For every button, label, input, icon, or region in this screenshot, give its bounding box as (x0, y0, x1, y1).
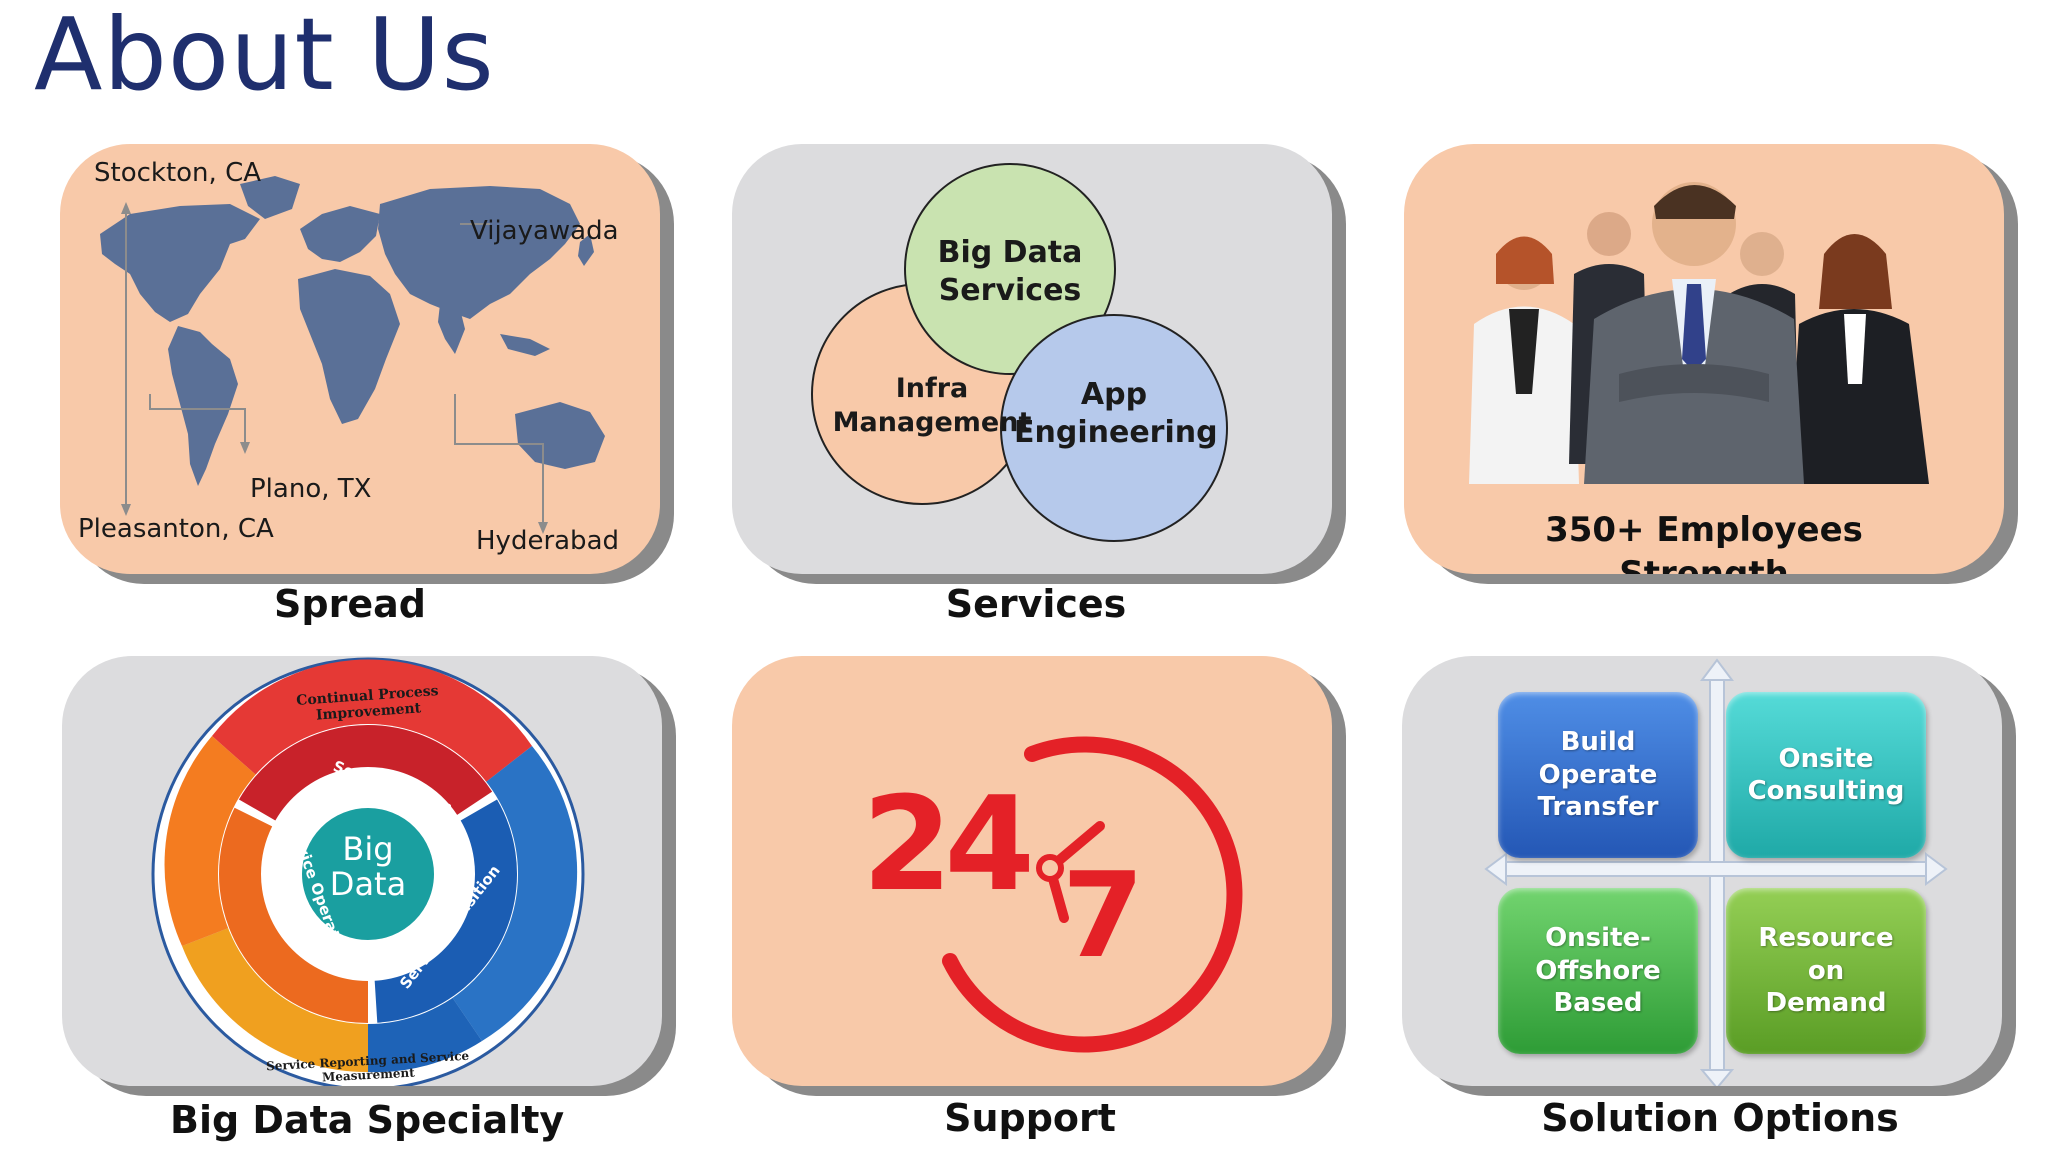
location-plano: Plano, TX (250, 474, 372, 504)
big-data-circle (904, 163, 1116, 375)
employees-line1: 350+ Employees (1545, 510, 1863, 550)
venn-diagram (811, 163, 1228, 542)
person-right (1789, 234, 1929, 484)
page-title: About Us (34, 0, 495, 113)
big-data-center: Big Data (312, 830, 424, 904)
employees-line2: Strength (1504, 552, 1904, 574)
location-stockton: Stockton, CA (94, 158, 262, 188)
infra-line2: Management (832, 406, 1032, 438)
bigdata-caption: Big Data Specialty (170, 1098, 565, 1142)
bigdata-card: Continual Process Improvement Service Re… (62, 656, 662, 1086)
support-caption: Support (944, 1096, 1116, 1140)
big-data-line1: Big Data (937, 235, 1083, 270)
support-hours: 24 (862, 768, 1035, 920)
team-photo (1469, 182, 1929, 484)
app-line1: App (1080, 377, 1148, 412)
solutions-card: Build Operate Transfer Onsite Consulting… (1402, 656, 2002, 1086)
location-vijayawada: Vijayawada (470, 216, 619, 246)
location-pleasanton: Pleasanton, CA (78, 514, 274, 544)
person-left (1469, 236, 1579, 484)
app-circle (1000, 314, 1228, 542)
spread-card: Stockton, CA Vijayawada Plano, TX Pleasa… (60, 144, 660, 574)
location-hyderabad: Hyderabad (476, 526, 619, 556)
employees-card: 350+ Employees Strength (1404, 144, 2004, 574)
big-data-center-line1: Big (342, 830, 394, 868)
big-data-center-line2: Data (329, 865, 407, 904)
world-map-icon (100, 176, 605, 534)
tile-resource-on-demand: Resource on Demand (1726, 888, 1926, 1054)
support-card: 24 7 (732, 656, 1332, 1086)
employees-label: 350+ Employees Strength (1504, 508, 1904, 574)
tile-onsite-offshore-based: Onsite-Offshore Based (1498, 888, 1698, 1054)
support-days: 7 (1062, 846, 1145, 984)
person-center (1584, 182, 1804, 484)
tile-onsite-consulting: Onsite Consulting (1726, 692, 1926, 858)
tile-build-operate-transfer: Build Operate Transfer (1498, 692, 1698, 858)
app-line2: Engineering (1014, 414, 1218, 450)
services-caption: Services (945, 582, 1127, 626)
infra-line1: Infra (895, 373, 969, 404)
solutions-caption: Solution Options (1541, 1096, 1899, 1140)
infra-label: Infra Management (832, 372, 1032, 440)
cross-arrows-icon (1484, 658, 1948, 1086)
big-data-line2: Services (938, 272, 1082, 308)
services-card: Big Data Services Infra Management App E… (732, 144, 1332, 574)
clock-24-7-icon (942, 736, 1243, 1053)
big-data-label: Big Data Services (910, 234, 1110, 309)
spread-caption: Spread (274, 582, 426, 626)
itil-wheel (151, 657, 585, 1086)
app-label: App Engineering (1014, 376, 1218, 451)
